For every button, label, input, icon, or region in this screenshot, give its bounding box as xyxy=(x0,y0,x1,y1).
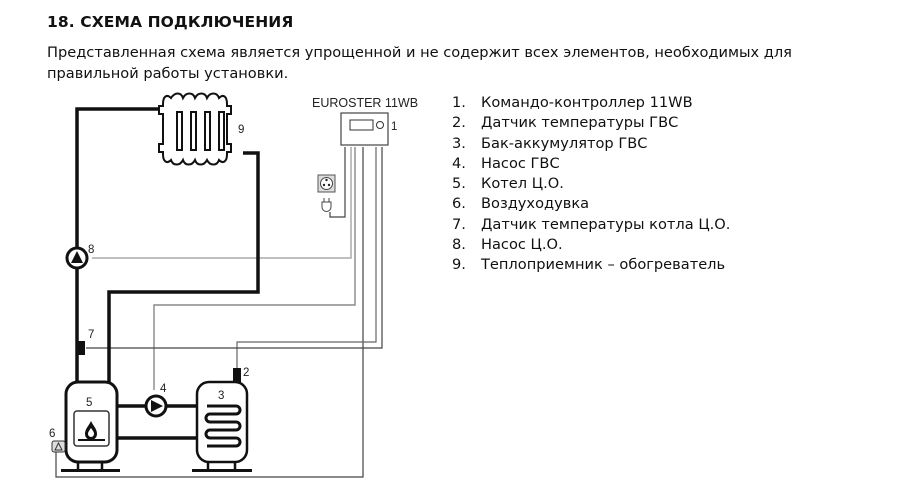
legend-item: 5. Котел Ц.О. xyxy=(452,174,730,194)
legend-item: 9. Теплоприемник – обогреватель xyxy=(452,255,730,275)
legend-item: 3. Бак-аккумулятор ГВС xyxy=(452,134,730,154)
dhw-tank xyxy=(192,380,252,472)
legend-item: 8. Насос Ц.О. xyxy=(452,235,730,255)
legend-text: Насос ГВС xyxy=(481,154,560,172)
legend-item: 4. Насос ГВС xyxy=(452,154,730,174)
power-plug-icon xyxy=(321,198,332,212)
legend-text: Датчик температуры котла Ц.О. xyxy=(481,215,731,233)
legend-item: 7. Датчик температуры котла Ц.О. xyxy=(452,215,730,235)
legend-num: 4. xyxy=(452,154,466,172)
legend-num: 8. xyxy=(452,236,466,254)
intro-paragraph: Представленная схема является упрощенной… xyxy=(47,44,792,82)
blower-icon xyxy=(51,440,66,453)
legend-text: Датчик температуры ГВС xyxy=(481,114,679,132)
radiator xyxy=(158,92,232,166)
callout-6: 6 xyxy=(49,428,55,440)
wiring xyxy=(55,147,383,478)
boiler-sensor xyxy=(77,341,85,355)
callout-2: 2 xyxy=(243,367,249,379)
pipe-supply xyxy=(75,107,163,382)
controller-unit xyxy=(340,112,389,146)
callout-5: 5 xyxy=(86,397,92,409)
callout-8: 8 xyxy=(88,244,94,256)
legend-num: 1. xyxy=(452,94,466,111)
legend-item: 6. Воздуходувка xyxy=(452,194,730,214)
dhw-sensor xyxy=(233,368,241,382)
controller-display xyxy=(349,119,374,131)
callout-7: 7 xyxy=(88,329,94,341)
power-socket-icon xyxy=(317,174,336,193)
legend-item: 2. Датчик температуры ГВС xyxy=(452,113,730,133)
legend-item: 1. Командо-контроллер 11WB xyxy=(452,93,730,113)
callout-4: 4 xyxy=(160,383,167,395)
boiler xyxy=(61,380,120,472)
piping xyxy=(75,107,260,440)
legend-num: 9. xyxy=(452,256,466,274)
legend-text: Котел Ц.О. xyxy=(481,175,564,193)
legend-num: 5. xyxy=(452,175,466,193)
wire-ch-pump xyxy=(92,147,352,259)
legend-num: 2. xyxy=(452,114,466,132)
legend-text: Командо-контроллер 11WB xyxy=(481,94,693,111)
controller-knob xyxy=(376,121,384,129)
wire-boiler-sensor xyxy=(86,147,383,349)
callout-3: 3 xyxy=(218,390,224,402)
section-title: 18. СХЕМА ПОДКЛЮЧЕНИЯ xyxy=(47,13,294,31)
callout-1: 1 xyxy=(391,121,397,133)
flame-icon xyxy=(85,421,97,440)
pipe-return xyxy=(107,151,260,382)
legend-text: Бак-аккумулятор ГВС xyxy=(481,134,648,152)
component-legend: 1. Командо-контроллер 11WB 2. Датчик темпе… xyxy=(452,93,730,276)
ch-pump-icon xyxy=(65,246,89,270)
dhw-pump-icon xyxy=(144,394,168,418)
legend-text: Насос Ц.О. xyxy=(481,236,563,254)
legend-text: Теплоприемник – обогреватель xyxy=(481,256,726,274)
callout-9: 9 xyxy=(238,124,244,136)
wire-blower xyxy=(55,147,364,478)
controller-model-label: EUROSTER 11WB xyxy=(312,96,418,110)
power-cable xyxy=(329,147,346,218)
legend-text: Воздуходувка xyxy=(481,195,590,213)
heating-coil xyxy=(204,404,242,448)
wire-dhw-sensor xyxy=(236,147,377,370)
legend-num: 6. xyxy=(452,195,466,213)
legend-num: 7. xyxy=(452,215,466,233)
legend-num: 3. xyxy=(452,134,466,152)
